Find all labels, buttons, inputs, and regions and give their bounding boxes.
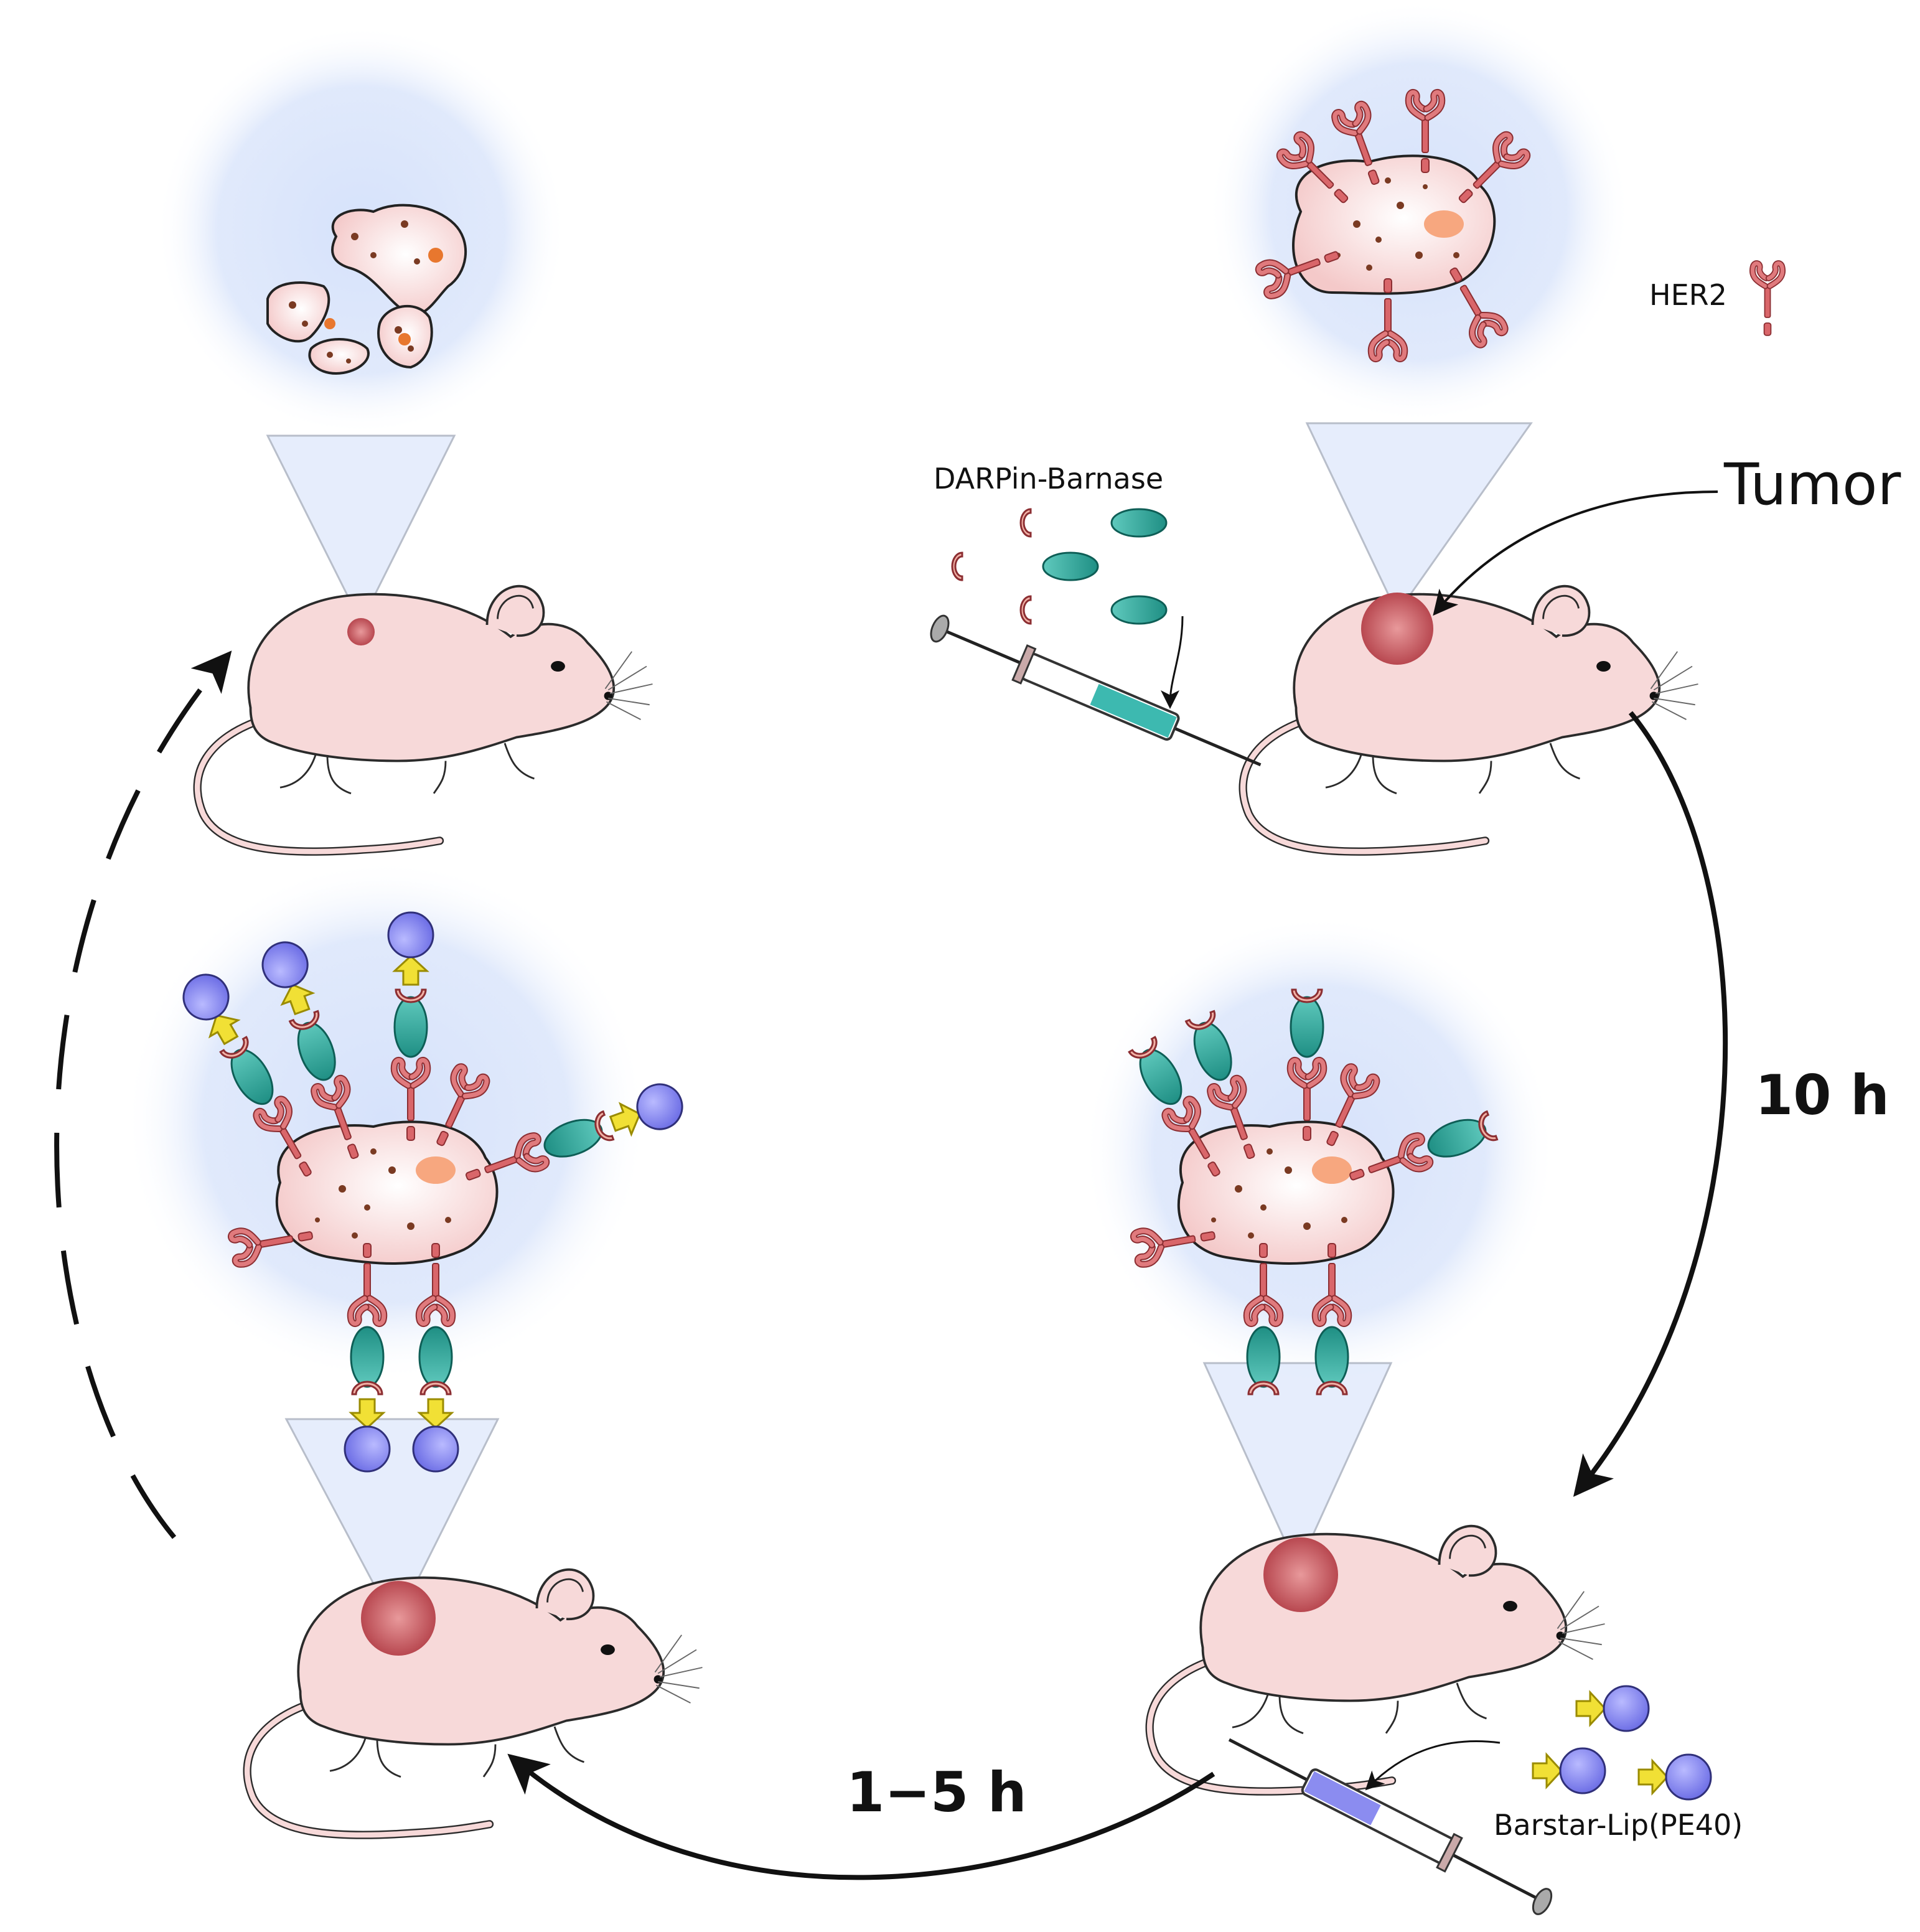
her2-legend-icon [1753, 263, 1782, 335]
tumor-mark-small [347, 618, 375, 645]
darpin-barnase-injection: DARPin-Barnase [925, 462, 1268, 782]
barstar-lip-icon [1532, 1685, 1712, 1801]
mouse-icon [1150, 1526, 1604, 1791]
barstar-lip-label: Barstar-Lip(PE40) [1494, 1808, 1743, 1842]
arrow-10h [1573, 711, 1728, 1497]
darpin-barnase-label: DARPin-Barnase [934, 462, 1163, 495]
mouse-icon [247, 1570, 702, 1835]
tumor-label: Tumor [1723, 451, 1901, 518]
tumor-mark [361, 1581, 436, 1656]
tumor-cell-bound [1177, 1120, 1395, 1265]
tumor-mark [1361, 593, 1433, 665]
syringe-icon [1228, 1738, 1553, 1915]
tumor-cell-barstar [275, 1120, 499, 1265]
syringe-icon [925, 609, 1268, 782]
her2-legend: HER2 [1649, 263, 1782, 335]
barstar-lip-injection: Barstar-Lip(PE40) [1228, 1685, 1743, 1915]
arrow-1-5h [507, 1753, 1215, 1880]
tumor-cell-icon [1292, 154, 1496, 295]
zoom-panel-tumor-her2 [1207, 0, 1631, 615]
zoom-panel-destroyed-cells [156, 25, 566, 625]
tumor-pointer-arrow [1433, 490, 1718, 616]
zoom-panel-barstar-bound [124, 859, 690, 1627]
her2-label: HER2 [1649, 278, 1727, 312]
time-10h-label: 10 h [1755, 1063, 1890, 1127]
zoom-panel-darpin-bound [1083, 915, 1556, 1571]
tumor-mark [1263, 1537, 1338, 1612]
time-1-5h-label: 1−5 h [846, 1760, 1026, 1824]
mouse-icon [1243, 586, 1698, 851]
arrow-dashed-return [54, 650, 232, 1539]
darpin-barnase-icon [951, 508, 1168, 625]
mouse-icon [197, 586, 652, 851]
